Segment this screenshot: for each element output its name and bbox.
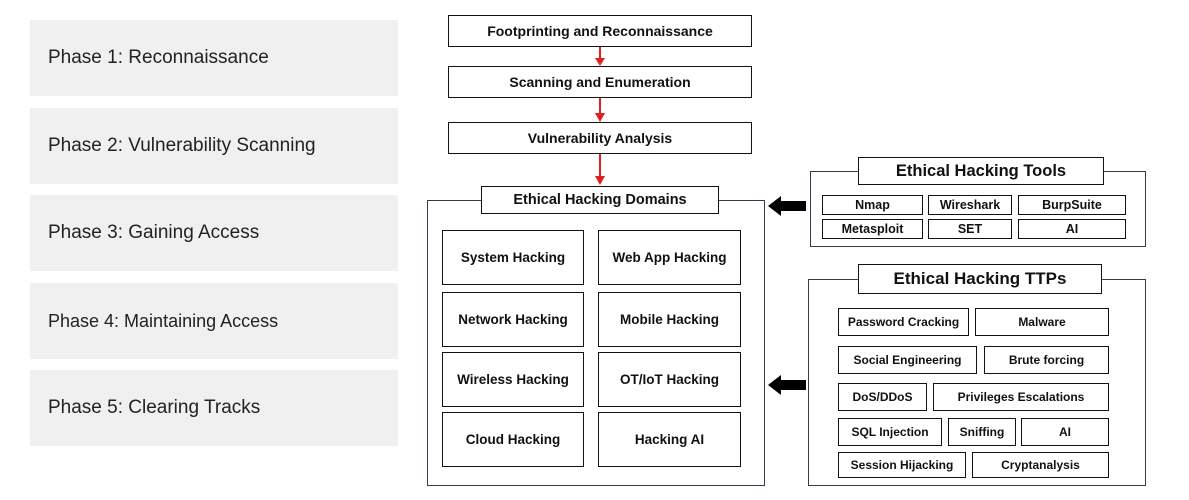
flow-arrow-2 [595, 98, 605, 122]
domain-cloud-hacking: Cloud Hacking [442, 412, 584, 467]
phase-5-clearing-tracks: Phase 5: Clearing Tracks [30, 370, 398, 446]
domain-mobile-hacking: Mobile Hacking [598, 292, 741, 347]
tool-ai: AI [1018, 219, 1126, 239]
tools-to-domains-arrow [768, 196, 806, 216]
flow-arrow-1 [595, 47, 605, 66]
domain-network-hacking: Network Hacking [442, 292, 584, 347]
flow-footprinting-reconnaissance: Footprinting and Reconnaissance [448, 15, 752, 47]
flow-scanning-enumeration: Scanning and Enumeration [448, 66, 752, 98]
ttp-brute-forcing: Brute forcing [984, 346, 1109, 374]
phase-2-vulnerability-scanning: Phase 2: Vulnerability Scanning [30, 108, 398, 184]
flow-arrow-3 [595, 154, 605, 185]
ttps-to-domains-arrow [768, 375, 806, 395]
tool-metasploit: Metasploit [822, 219, 923, 239]
flow-arrow-1-head [595, 58, 605, 66]
tool-burpsuite: BurpSuite [1018, 195, 1126, 215]
ttp-ai: AI [1021, 418, 1109, 446]
tool-nmap: Nmap [822, 195, 923, 215]
ttp-sniffing: Sniffing [948, 418, 1016, 446]
ttps-title: Ethical Hacking TTPs [858, 264, 1102, 294]
ttp-social-engineering: Social Engineering [838, 346, 977, 374]
ttp-sql-injection: SQL Injection [838, 418, 942, 446]
tools-title: Ethical Hacking Tools [858, 157, 1104, 185]
phase-3-gaining-access: Phase 3: Gaining Access [30, 195, 398, 271]
ttp-dos-ddos: DoS/DDoS [838, 383, 927, 411]
ttp-malware: Malware [975, 308, 1109, 336]
ttp-privileges-escalations: Privileges Escalations [933, 383, 1109, 411]
ttp-password-cracking: Password Cracking [838, 308, 969, 336]
domain-hacking-ai: Hacking AI [598, 412, 741, 467]
domain-web-app-hacking: Web App Hacking [598, 230, 741, 285]
tool-set: SET [928, 219, 1012, 239]
flow-arrow-3-head [595, 176, 605, 185]
flow-arrow-2-head [595, 113, 605, 122]
ttp-session-hijacking: Session Hijacking [838, 452, 966, 478]
domain-ot-iot-hacking: OT/IoT Hacking [598, 352, 741, 407]
tool-wireshark: Wireshark [928, 195, 1012, 215]
ttp-cryptanalysis: Cryptanalysis [972, 452, 1109, 478]
domains-title: Ethical Hacking Domains [481, 186, 719, 214]
flow-vulnerability-analysis: Vulnerability Analysis [448, 122, 752, 154]
phase-4-maintaining-access: Phase 4: Maintaining Access [30, 283, 398, 359]
domain-wireless-hacking: Wireless Hacking [442, 352, 584, 407]
phase-1-reconnaissance: Phase 1: Reconnaissance [30, 20, 398, 96]
domain-system-hacking: System Hacking [442, 230, 584, 285]
